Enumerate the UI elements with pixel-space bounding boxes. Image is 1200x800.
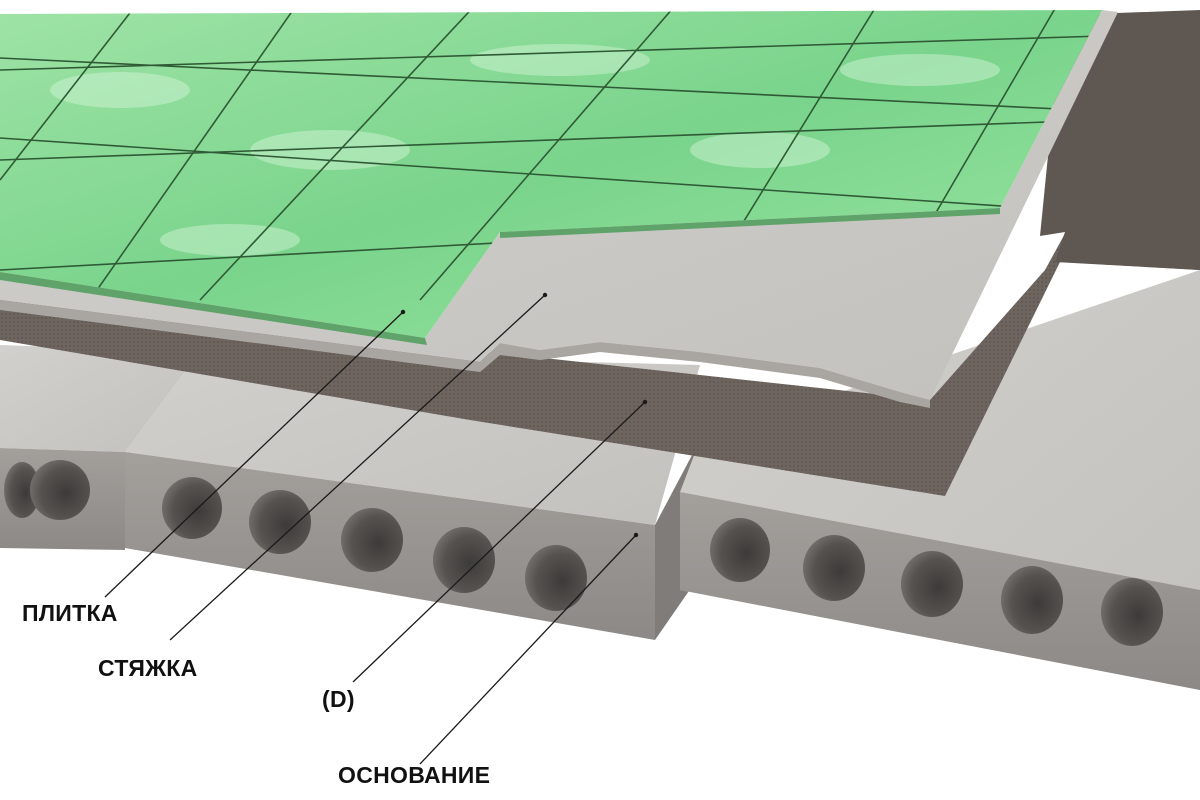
leader-line-membrane xyxy=(352,401,646,683)
label-screed: СТЯЖКА xyxy=(98,655,198,681)
leader-line-tile xyxy=(104,311,404,598)
leader-dot-tile xyxy=(400,309,406,315)
leader-dot-screed xyxy=(542,292,548,298)
leader-dot-base xyxy=(633,532,639,538)
leader-dot-membrane xyxy=(642,399,648,405)
leader-line-base xyxy=(419,534,637,765)
label-membrane: (D) xyxy=(322,686,355,712)
leader-line-screed xyxy=(169,294,546,641)
label-tile: ПЛИТКА xyxy=(22,600,118,626)
tile-layer xyxy=(0,10,1102,345)
slab-hollow-cores xyxy=(4,460,1163,646)
screed-layer xyxy=(0,10,1118,408)
label-base: ОСНОВАНИЕ xyxy=(338,762,491,788)
